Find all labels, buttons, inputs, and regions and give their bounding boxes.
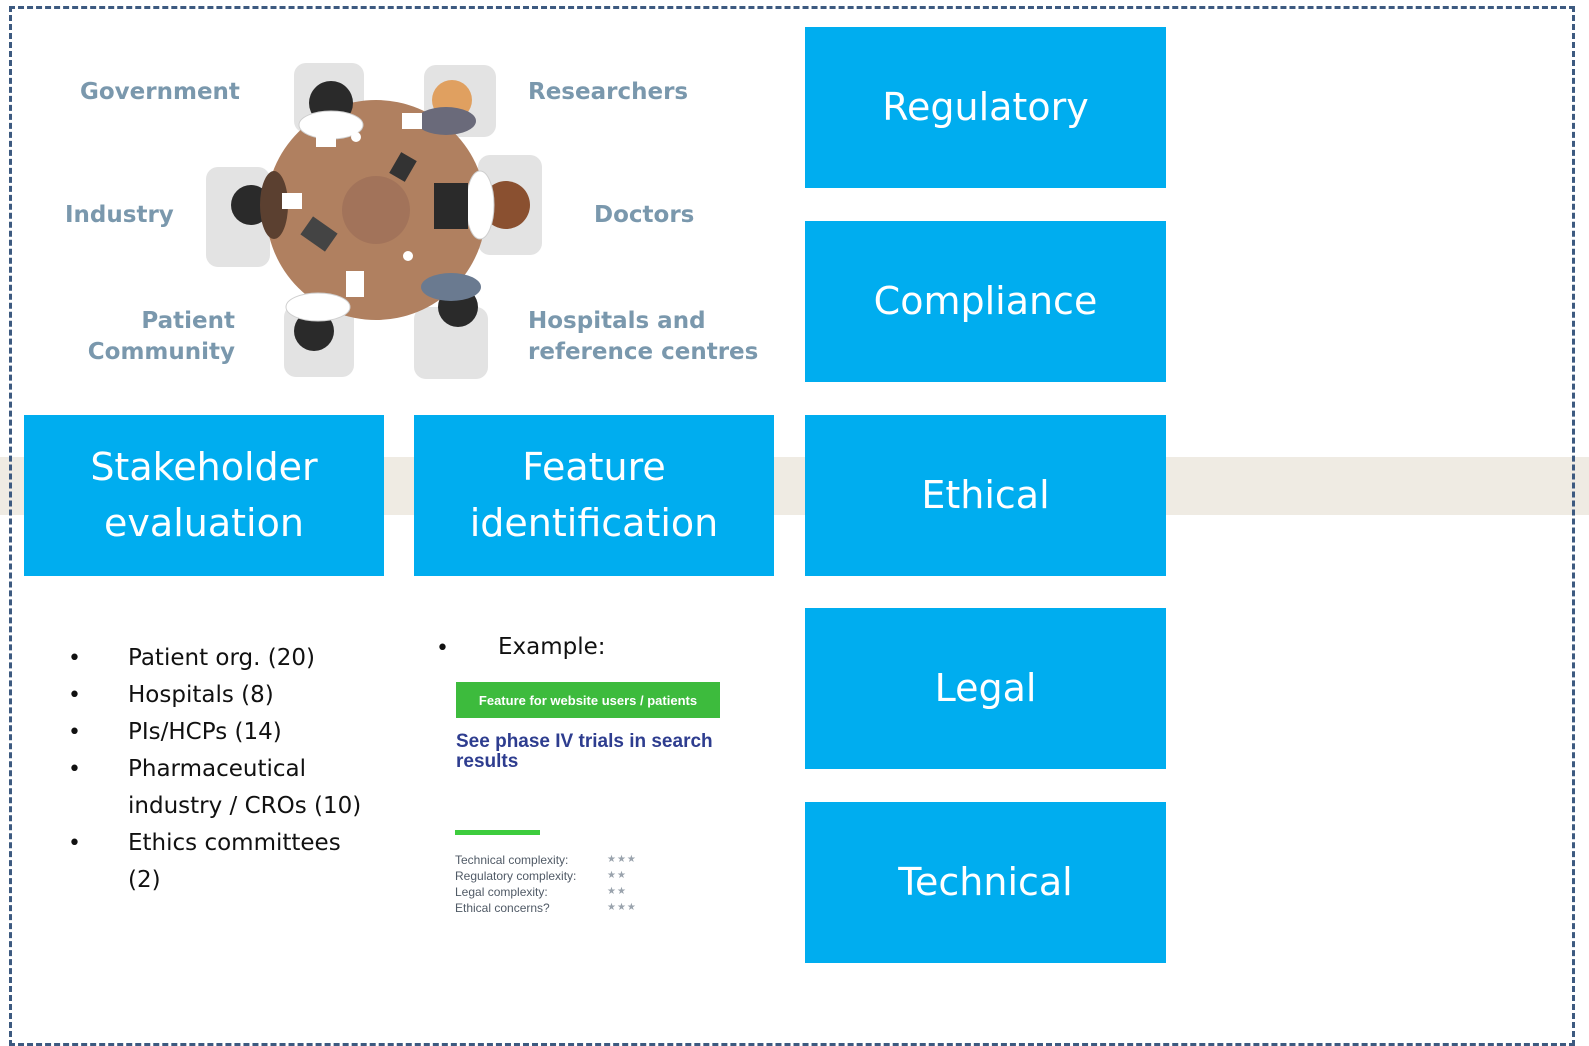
- box-regulatory: Regulatory: [805, 27, 1166, 188]
- box-technical: Technical: [805, 802, 1166, 963]
- rating-row: Legal complexity:★★: [455, 885, 627, 899]
- list-item: Ethics committees (2): [68, 825, 368, 899]
- star-icon: ★★★: [607, 854, 637, 865]
- list-item: Pharmaceutical industry / CROs (10): [68, 751, 388, 825]
- box-compliance: Compliance: [805, 221, 1166, 382]
- star-icon: ★★: [607, 870, 627, 881]
- rating-row: Regulatory complexity:★★: [455, 869, 627, 883]
- box-feature-identification: Feature identification: [414, 415, 774, 576]
- list-item: PIs/HCPs (14): [68, 714, 398, 751]
- label-researchers: Researchers: [528, 79, 689, 105]
- label-doctors: Doctors: [594, 202, 695, 228]
- example-bullet: •: [436, 636, 449, 661]
- feature-card-divider: [455, 830, 540, 835]
- feature-card-header: Feature for website users / patients: [456, 682, 720, 718]
- label-industry: Industry: [65, 202, 174, 228]
- list-item: Hospitals (8): [68, 677, 398, 714]
- box-legal: Legal: [805, 608, 1166, 769]
- box-stakeholder-evaluation: Stakeholder evaluation: [24, 415, 384, 576]
- star-icon: ★★★: [607, 902, 637, 913]
- star-icon: ★★: [607, 886, 627, 897]
- example-label: Example:: [498, 634, 606, 660]
- complexity-ratings: Technical complexity:★★★ Regulatory comp…: [455, 852, 637, 916]
- list-item: Patient org. (20): [68, 640, 398, 677]
- round-table-illustration: [206, 63, 542, 379]
- feature-card-title: See phase IV trials in search results: [456, 731, 713, 772]
- rating-row: Technical complexity:★★★: [455, 853, 637, 867]
- label-hospitals: Hospitals and reference centres: [528, 308, 759, 365]
- label-patient-community: Patient Community: [87, 308, 235, 365]
- label-government: Government: [80, 79, 240, 105]
- rating-row: Ethical concerns?★★★: [455, 901, 637, 915]
- stakeholder-list: Patient org. (20) Hospitals (8) PIs/HCPs…: [68, 640, 398, 899]
- box-ethical: Ethical: [805, 415, 1166, 576]
